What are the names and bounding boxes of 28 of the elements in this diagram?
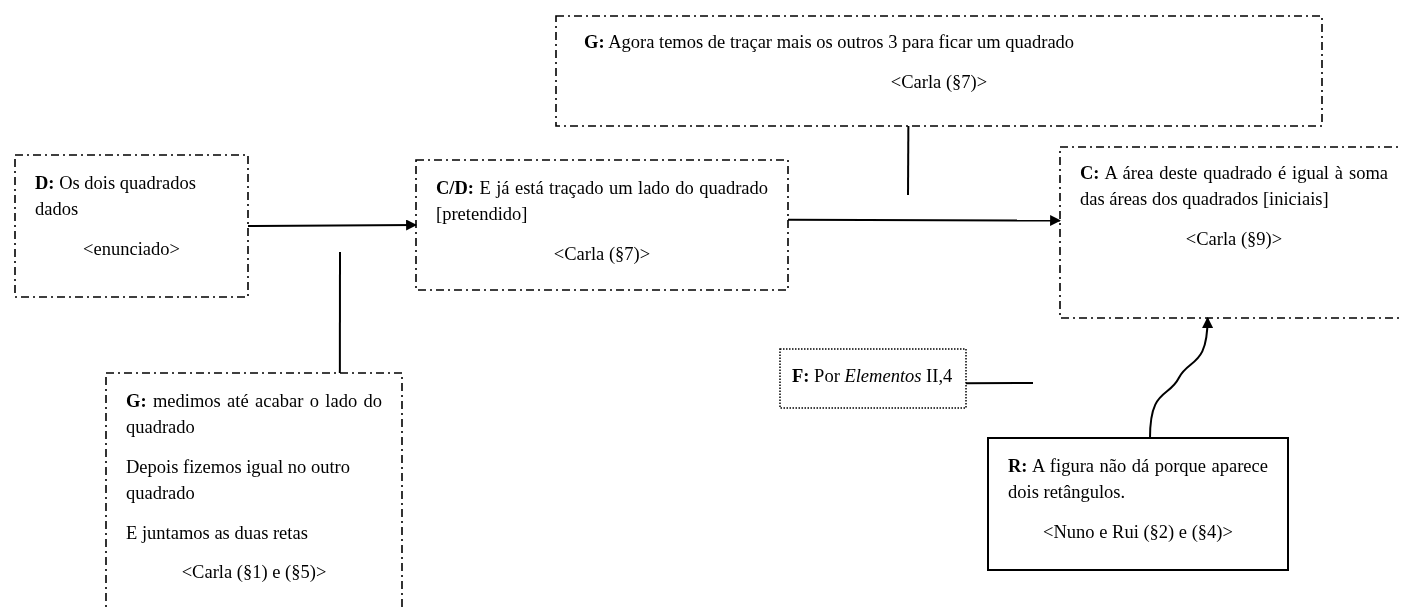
statement-text: G: Agora temos de traçar mais os outros 3 para ficar um quadrado <box>584 31 1076 54</box>
argument-box <box>556 16 1322 126</box>
argument-box <box>988 438 1288 570</box>
statement-text: D: Os dois quadrados dados <box>35 172 197 221</box>
argument-box <box>416 160 788 290</box>
source-reference: <Carla (§9)> <box>1184 227 1284 251</box>
arrow <box>247 219 418 231</box>
connector-line <box>907 125 910 196</box>
statement-text: C: A área deste quadrado é igual à soma das áreas dos quadrados [iniciais] <box>1080 162 1388 211</box>
source-reference: <Nuno e Rui (§2) e (§4)> <box>1042 520 1234 544</box>
connector-line <box>338 251 341 374</box>
source-reference: <Carla (§7)> <box>552 242 652 266</box>
statement-text: G: medimos até acabar o lado do quadrado <box>126 390 382 439</box>
source-reference: <Carla (§7)> <box>889 70 989 94</box>
argument-box <box>1060 147 1402 318</box>
statement-text: F: Por Elementos II,4 <box>792 365 954 388</box>
arrow <box>1149 316 1213 439</box>
argument-box <box>15 155 248 297</box>
arrow <box>787 215 1062 226</box>
argument-box <box>780 349 966 408</box>
statement-text: R: A figura não dá porque aparece dois retângulos. <box>1008 455 1268 504</box>
statement-text: C/D: E já está traçado um lado do quadrado [pretendido] <box>436 177 768 226</box>
source-reference: <Carla (§1) e (§5)> <box>180 561 328 585</box>
argument-box <box>106 373 402 610</box>
statement-text: E juntamos as duas retas <box>126 521 309 545</box>
connector-line <box>965 382 1034 385</box>
statement-text: Depois fizemos igual no outro quadrado <box>126 455 351 505</box>
source-reference: <enunciado> <box>82 237 181 261</box>
